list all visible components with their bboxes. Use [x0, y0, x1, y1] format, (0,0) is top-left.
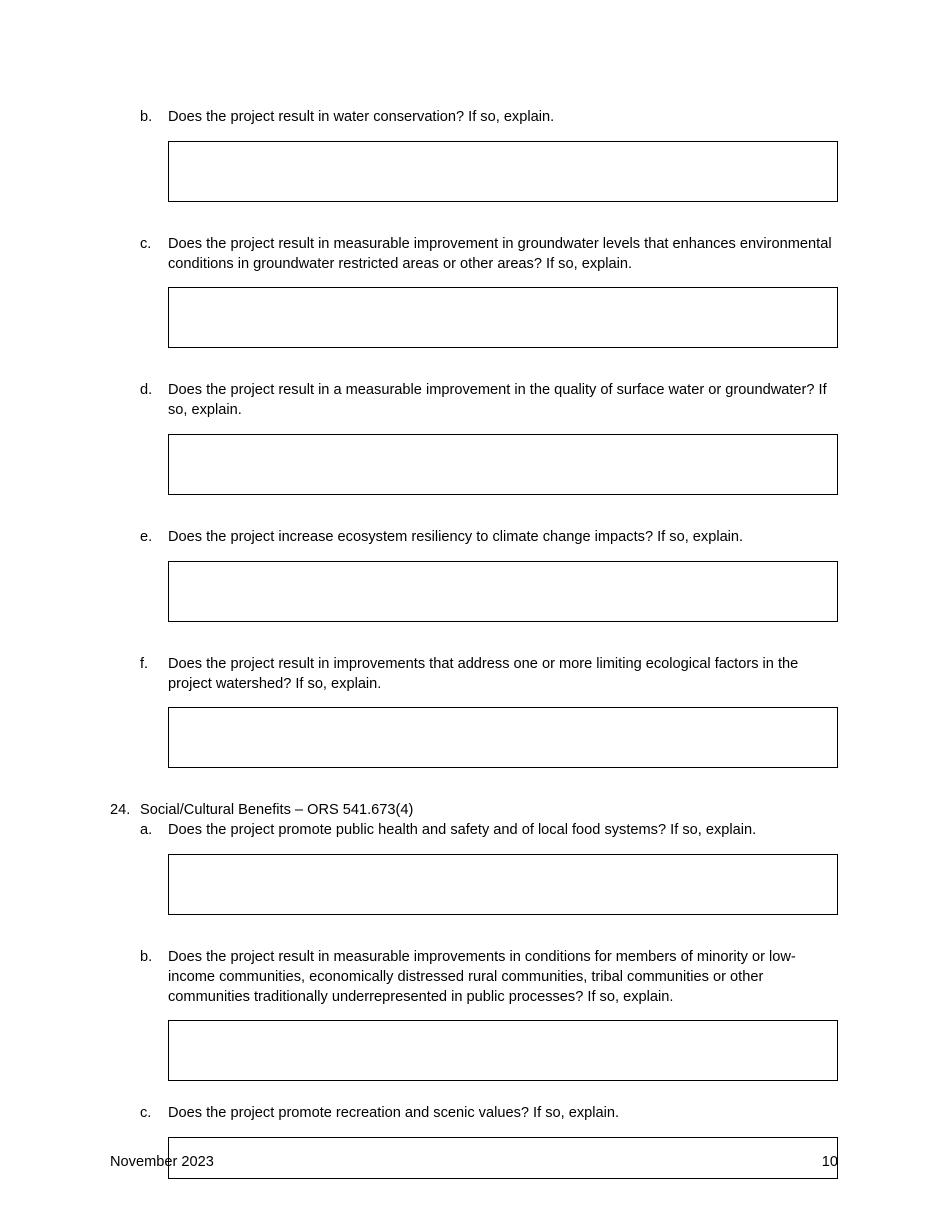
- spacer: [110, 915, 840, 948]
- question-item-e: e. Does the project increase ecosystem r…: [140, 528, 840, 548]
- footer-page-number: 10: [821, 1154, 838, 1170]
- section-title: Social/Cultural Benefits – ORS 541.673(4…: [140, 802, 414, 819]
- answer-box-d[interactable]: [168, 433, 838, 495]
- spacer: [110, 274, 840, 287]
- section-heading-24: 24. Social/Cultural Benefits – ORS 541.6…: [110, 801, 840, 821]
- question-text: Does the project result in measurable im…: [168, 235, 832, 272]
- question-text: Does the project promote recreation and …: [168, 1105, 620, 1122]
- answer-box-24a[interactable]: [168, 853, 838, 915]
- question-text: Does the project result in improvements …: [168, 655, 799, 692]
- spacer: [110, 495, 840, 528]
- spacer: [110, 1007, 840, 1020]
- question-item-24b: b. Does the project result in measurable…: [140, 948, 840, 1007]
- list-marker: c.: [140, 1105, 152, 1122]
- answer-box-f[interactable]: [168, 707, 838, 769]
- spacer: [110, 841, 840, 854]
- spacer: [110, 1124, 840, 1137]
- question-text: Does the project result in water conserv…: [168, 109, 555, 125]
- list-marker: a.: [140, 822, 153, 839]
- question-item-c: c. Does the project result in measurable…: [140, 235, 840, 275]
- spacer: [110, 348, 840, 381]
- question-text: Does the project result in measurable im…: [168, 948, 796, 1005]
- spacer: [110, 622, 840, 655]
- list-marker: e.: [140, 528, 153, 545]
- spacer: [110, 128, 840, 141]
- spacer: [110, 694, 840, 707]
- list-marker: d.: [140, 382, 153, 399]
- section-number: 24.: [110, 802, 131, 819]
- question-item-d: d. Does the project result in a measurab…: [140, 381, 840, 421]
- answer-box-e[interactable]: [168, 560, 838, 622]
- answer-box-b[interactable]: [168, 140, 838, 202]
- question-text: Does the project increase ecosystem resi…: [168, 528, 744, 545]
- question-text: Does the project promote public health a…: [168, 822, 757, 839]
- question-item-b: b. Does the project result in water cons…: [140, 108, 840, 128]
- spacer: [110, 768, 840, 801]
- list-marker: b.: [140, 109, 153, 125]
- question-item-24a: a. Does the project promote public healt…: [140, 821, 840, 841]
- answer-box-24b[interactable]: [168, 1020, 838, 1082]
- page-content: b. Does the project result in water cons…: [110, 108, 840, 1180]
- question-item-24c: c. Does the project promote recreation a…: [140, 1104, 840, 1124]
- list-marker: c.: [140, 235, 152, 252]
- list-marker: b.: [140, 948, 153, 965]
- page-footer: November 2023 10: [110, 1152, 838, 1172]
- question-text: Does the project result in a measurable …: [168, 382, 827, 419]
- spacer: [110, 202, 840, 235]
- answer-box-24c[interactable]: [168, 1137, 838, 1180]
- spacer: [110, 1081, 840, 1104]
- list-marker: f.: [140, 655, 149, 672]
- footer-date: November 2023: [110, 1154, 214, 1170]
- question-item-f: f. Does the project result in improvemen…: [140, 655, 840, 695]
- spacer: [110, 421, 840, 434]
- spacer: [110, 548, 840, 561]
- answer-box-c[interactable]: [168, 287, 838, 349]
